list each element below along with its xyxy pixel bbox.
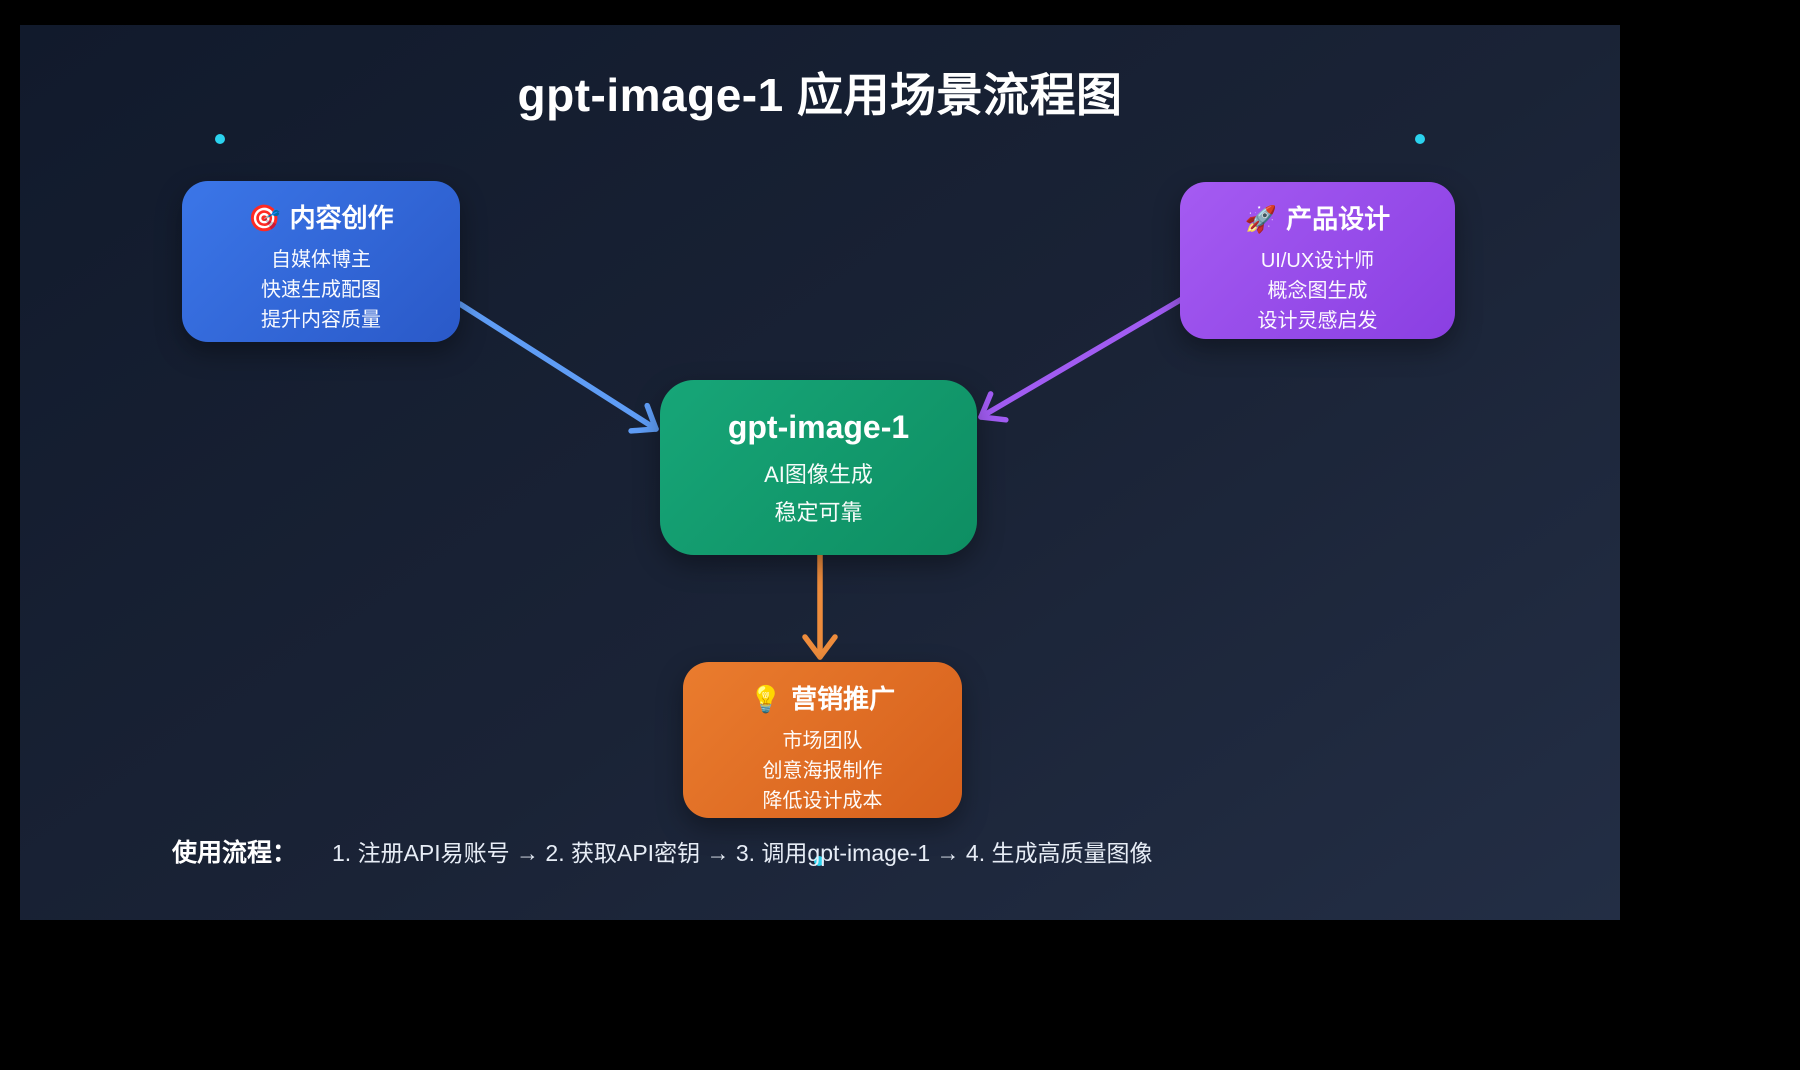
node-marketing-promo-line: 市场团队 [782, 730, 863, 752]
node-product-design-title: 🚀 产品设计 [1180, 202, 1455, 236]
particle-dot-2 [1415, 134, 1425, 144]
usage-flow-steps: 1. 注册API易账号 → 2. 获取API密钥 → 3. 调用gpt-imag… [332, 840, 1153, 866]
node-content-creation-line: 快速生成配图 [261, 279, 381, 301]
node-content-creation-line: 提升内容质量 [261, 309, 381, 331]
node-gpt-image-1-line: 稳定可靠 [774, 500, 863, 525]
edge-design-to-core [978, 296, 1185, 423]
edge-content-to-core [457, 301, 659, 434]
node-gpt-image-1: gpt-image-1 AI图像生成 稳定可靠 [660, 380, 977, 555]
node-product-design-line: 概念图生成 [1267, 280, 1368, 302]
rocket-icon: 🚀 [1244, 204, 1278, 234]
node-product-design-line: 设计灵感启发 [1257, 310, 1378, 332]
particle-dot-1 [215, 134, 225, 144]
node-marketing-promo-label: 营销推广 [791, 684, 896, 714]
usage-flow-row: 使用流程： 1. 注册API易账号 → 2. 获取API密钥 → 3. 调用gp… [20, 836, 1620, 870]
diagram-title: gpt-image-1 应用场景流程图 [517, 69, 1123, 121]
node-marketing-promo: 💡 营销推广 市场团队 创意海报制作 降低设计成本 [683, 662, 962, 818]
node-content-creation: 🎯 内容创作 自媒体博主 快速生成配图 提升内容质量 [182, 181, 460, 342]
node-product-design: 🚀 产品设计 UI/UX设计师 概念图生成 设计灵感启发 [1180, 182, 1455, 339]
node-content-creation-title: 🎯 内容创作 [182, 201, 460, 235]
particle-dot-3 [814, 856, 824, 866]
diagram-canvas: gpt-image-1 应用场景流程图 🎯 内容创作 自媒体博主 快速生成配图 提… [20, 25, 1620, 920]
node-marketing-promo-line: 创意海报制作 [762, 760, 883, 782]
node-marketing-promo-line: 降低设计成本 [762, 790, 883, 812]
usage-flow-label: 使用流程： [172, 839, 298, 867]
node-marketing-promo-title: 💡 营销推广 [683, 682, 962, 716]
node-gpt-image-1-title: gpt-image-1 [727, 409, 910, 445]
node-product-design-line: UI/UX设计师 [1260, 250, 1375, 272]
node-product-design-label: 产品设计 [1286, 204, 1391, 234]
node-content-creation-label: 内容创作 [289, 203, 394, 233]
light-bulb-icon: 💡 [749, 684, 783, 714]
node-content-creation-line: 自媒体博主 [271, 249, 371, 271]
dart-target-icon: 🎯 [248, 203, 281, 233]
node-gpt-image-1-line: AI图像生成 [764, 462, 873, 487]
